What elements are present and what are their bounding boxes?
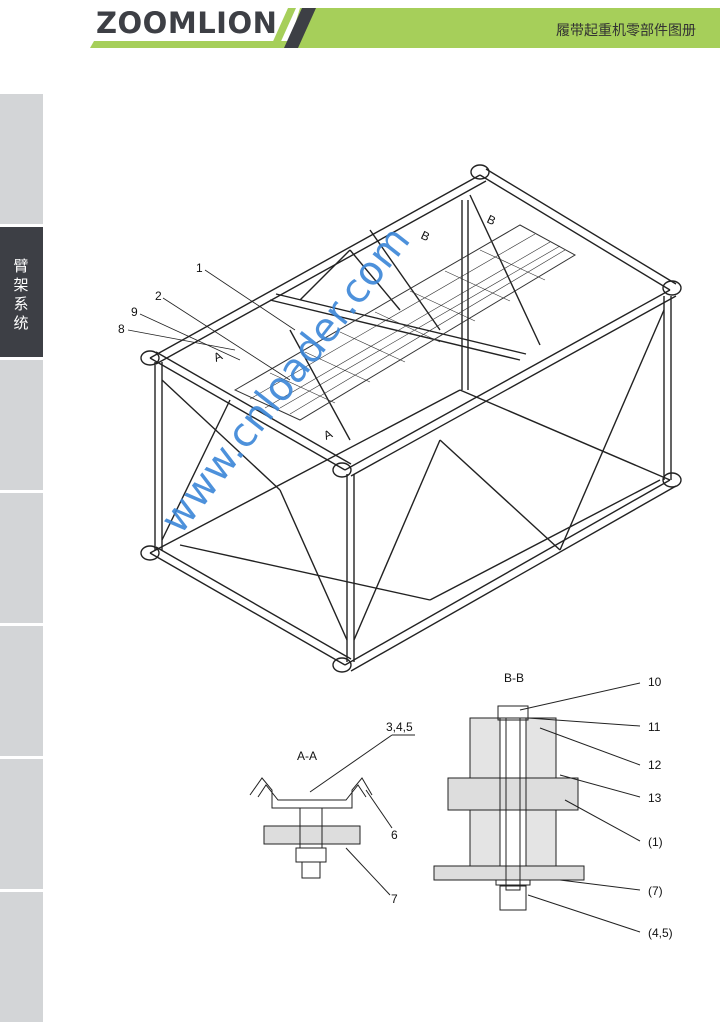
section-bb-title: B-B [504, 671, 524, 685]
side-tab-4[interactable] [0, 493, 43, 623]
side-tab-1[interactable] [0, 94, 43, 224]
walkway-mesh [233, 224, 577, 421]
lattice-boom-section [140, 164, 682, 673]
section-mark-b1: B [419, 228, 432, 244]
side-tab-boom-system[interactable]: 臂架系统 [0, 227, 43, 357]
section-mark-a2: A [321, 427, 334, 443]
callout-leaders [127, 269, 296, 381]
side-tab-7[interactable] [0, 892, 43, 1022]
callout-6: 6 [391, 828, 398, 842]
brand-logo: ZOOMLION [96, 6, 278, 40]
callout-3-4-5: 3,4,5 [386, 720, 413, 734]
callout-11: 11 [648, 720, 661, 734]
callout-ref-4-5: (4,5) [648, 926, 673, 940]
side-tab-label: 臂架系统 [13, 258, 29, 332]
callout-12: 12 [648, 758, 662, 772]
callout-8: 8 [118, 322, 125, 336]
callout-1: 1 [196, 261, 203, 275]
callout-9: 9 [131, 305, 138, 319]
callout-13: 13 [648, 791, 662, 805]
side-tab-6[interactable] [0, 759, 43, 889]
section-mark-a1: A [211, 349, 224, 365]
callout-2: 2 [155, 289, 162, 303]
callout-10: 10 [648, 675, 662, 689]
callout-ref-7: (7) [648, 884, 663, 898]
header-banner [90, 8, 720, 48]
book-title: 履带起重机零部件图册 [556, 22, 696, 38]
side-tab-3[interactable] [0, 360, 43, 490]
section-aa-drawing [249, 734, 415, 896]
side-tab-5[interactable] [0, 626, 43, 756]
section-mark-b2: B [485, 212, 498, 228]
callout-7: 7 [391, 892, 398, 906]
callout-ref-1: (1) [648, 835, 663, 849]
section-aa-title: A-A [297, 749, 317, 763]
section-bb-drawing [433, 682, 641, 933]
